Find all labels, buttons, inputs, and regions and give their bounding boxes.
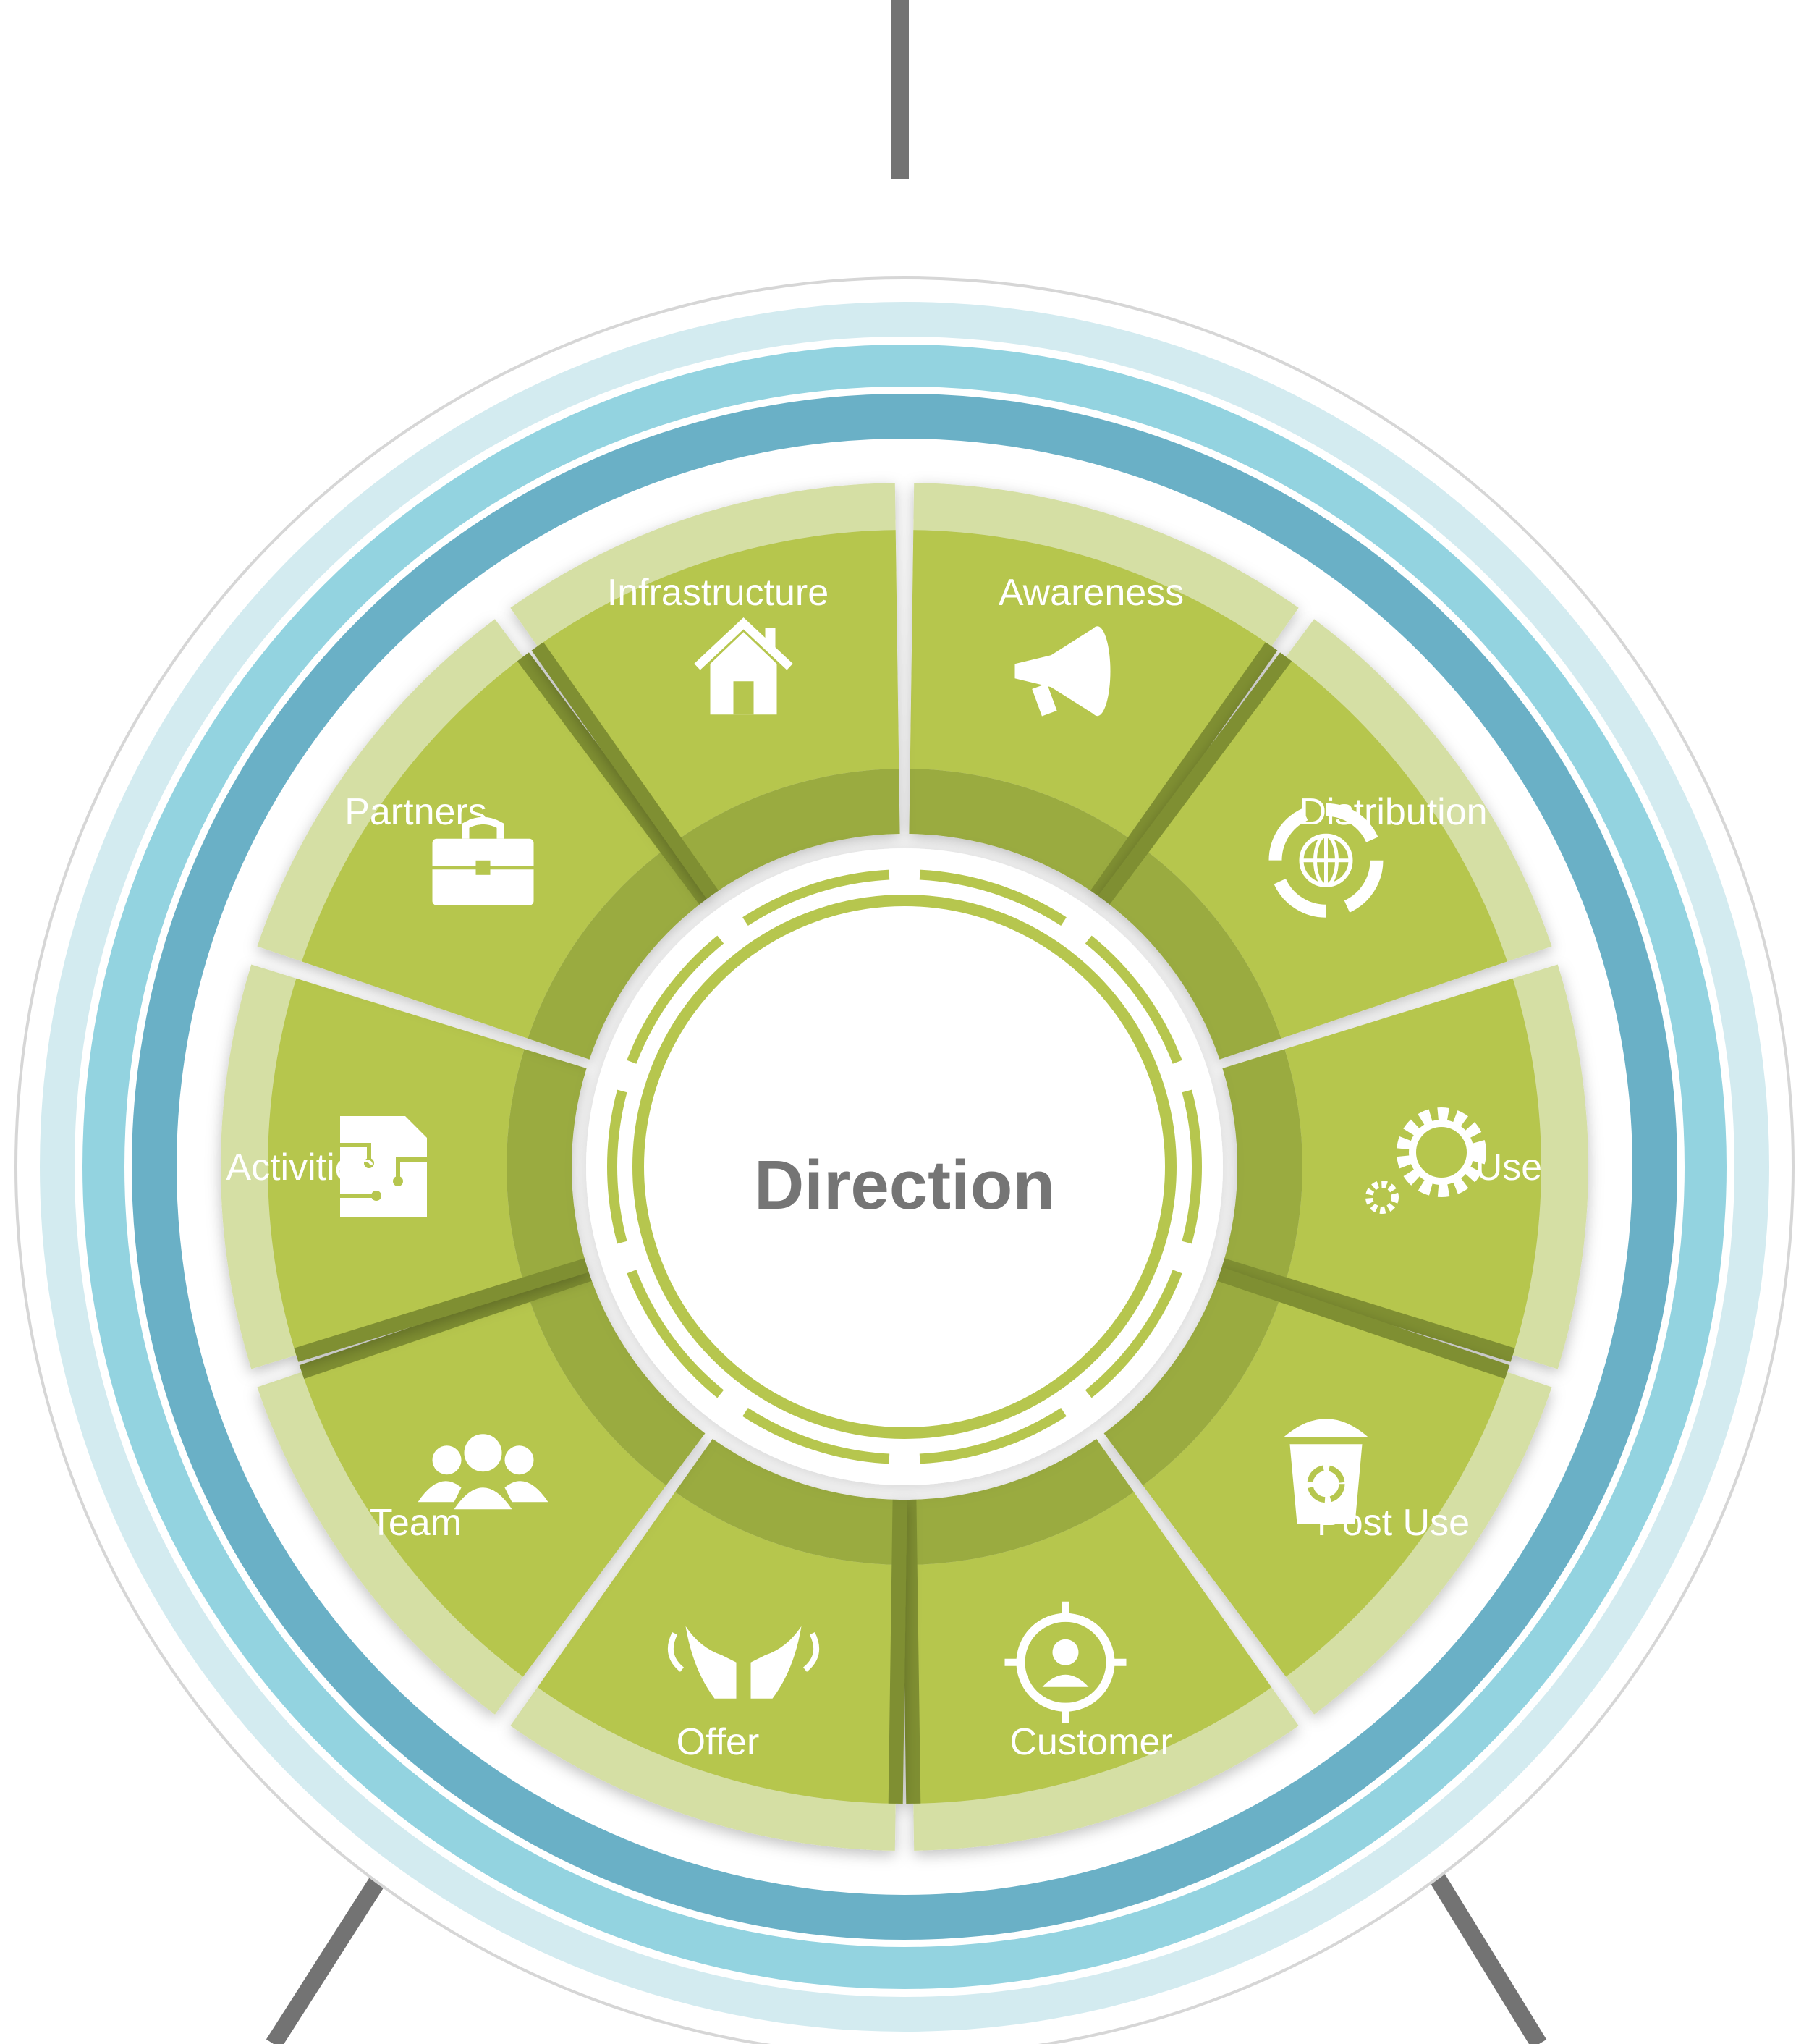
segment-divider	[1217, 1267, 1510, 1380]
dash-arc	[1085, 1270, 1182, 1398]
target-user-icon	[1004, 1601, 1127, 1723]
segment-label: Activities	[226, 1146, 374, 1188]
segment-customer	[902, 1438, 1299, 1851]
segment-divider	[531, 642, 719, 899]
segment-body	[537, 1492, 899, 1804]
segment-inner-band	[1103, 1274, 1281, 1486]
dash-arc	[1182, 1089, 1202, 1244]
segment-inner-band	[674, 1438, 900, 1565]
segment-body	[910, 1492, 1272, 1804]
segment-inner-band	[909, 769, 1135, 895]
segment-inner-band	[909, 1438, 1135, 1565]
circuit-document-icon	[340, 1116, 427, 1217]
segment-inner-band	[528, 1274, 706, 1486]
dash-arc	[742, 1407, 890, 1464]
segment-label: Team	[370, 1502, 462, 1544]
stand-left-leg	[266, 1859, 397, 2044]
segment-team	[257, 1267, 706, 1715]
stand-top-pole	[891, 0, 909, 179]
segment-inner-band	[507, 1049, 587, 1285]
segment-light-rim	[510, 483, 896, 646]
segment-divider	[299, 1267, 592, 1380]
segment-divider	[1220, 1258, 1515, 1362]
segment-light-rim	[257, 1372, 523, 1715]
segment-divider	[294, 1258, 589, 1362]
segment-divider	[517, 652, 711, 905]
segment-label: Partners	[344, 791, 487, 833]
segment-divider	[1098, 652, 1292, 905]
segment-label: Awareness	[999, 572, 1184, 614]
segment-divider	[888, 1499, 907, 1804]
dashed-green-ring	[607, 869, 1202, 1464]
segment-light-rim	[1286, 1372, 1552, 1715]
segment-inner-band	[1222, 1049, 1302, 1285]
segment-activities	[220, 964, 589, 1369]
stand-right-leg	[1416, 1851, 1547, 2044]
segment-light-rim	[1286, 619, 1552, 962]
segment-label: Use	[1475, 1146, 1542, 1188]
segment-label: Distribution	[1299, 791, 1487, 833]
segment-label: Offer	[677, 1721, 760, 1763]
dash-arc	[742, 869, 890, 926]
segment-light-rim	[220, 964, 297, 1369]
dash-arc	[607, 1089, 627, 1244]
stand	[266, 0, 1547, 2044]
team-icon	[418, 1434, 548, 1510]
recycle-bin-icon	[1284, 1419, 1368, 1524]
segment-body	[301, 1295, 666, 1677]
center-hub: Direction	[586, 848, 1223, 1485]
offering-hands-icon	[667, 1626, 820, 1699]
segment-light-rim	[913, 483, 1299, 646]
globe-cycle-icon	[1268, 803, 1384, 918]
segment-inner-band	[674, 769, 900, 895]
megaphone-icon	[1014, 626, 1111, 717]
segment-label: Infrastructure	[607, 572, 829, 614]
house-icon	[694, 617, 793, 715]
dash-arc	[919, 869, 1067, 926]
segment-light-rim	[1512, 964, 1588, 1369]
segment-divider	[1090, 642, 1278, 899]
dash-arc	[1085, 935, 1182, 1064]
segment-label: Customer	[1009, 1721, 1172, 1763]
segment-light-rim	[913, 1687, 1299, 1851]
segment-offer	[510, 1438, 907, 1851]
center-label: Direction	[754, 1146, 1055, 1224]
inner-green-ring	[632, 895, 1177, 1439]
dash-arc	[919, 1407, 1067, 1464]
segment-light-rim	[510, 1687, 896, 1851]
segment-inner-band	[1103, 848, 1281, 1060]
dash-arc	[627, 1270, 724, 1398]
center-white-disc	[647, 909, 1162, 1424]
segment-label: Post Use	[1317, 1502, 1470, 1544]
briefcase-icon	[432, 816, 534, 905]
segment-inner-band	[528, 848, 706, 1060]
segment-light-rim	[257, 619, 523, 962]
dash-arc	[627, 935, 724, 1064]
gears-icon	[1365, 1107, 1486, 1214]
segment-divider	[902, 1499, 921, 1804]
